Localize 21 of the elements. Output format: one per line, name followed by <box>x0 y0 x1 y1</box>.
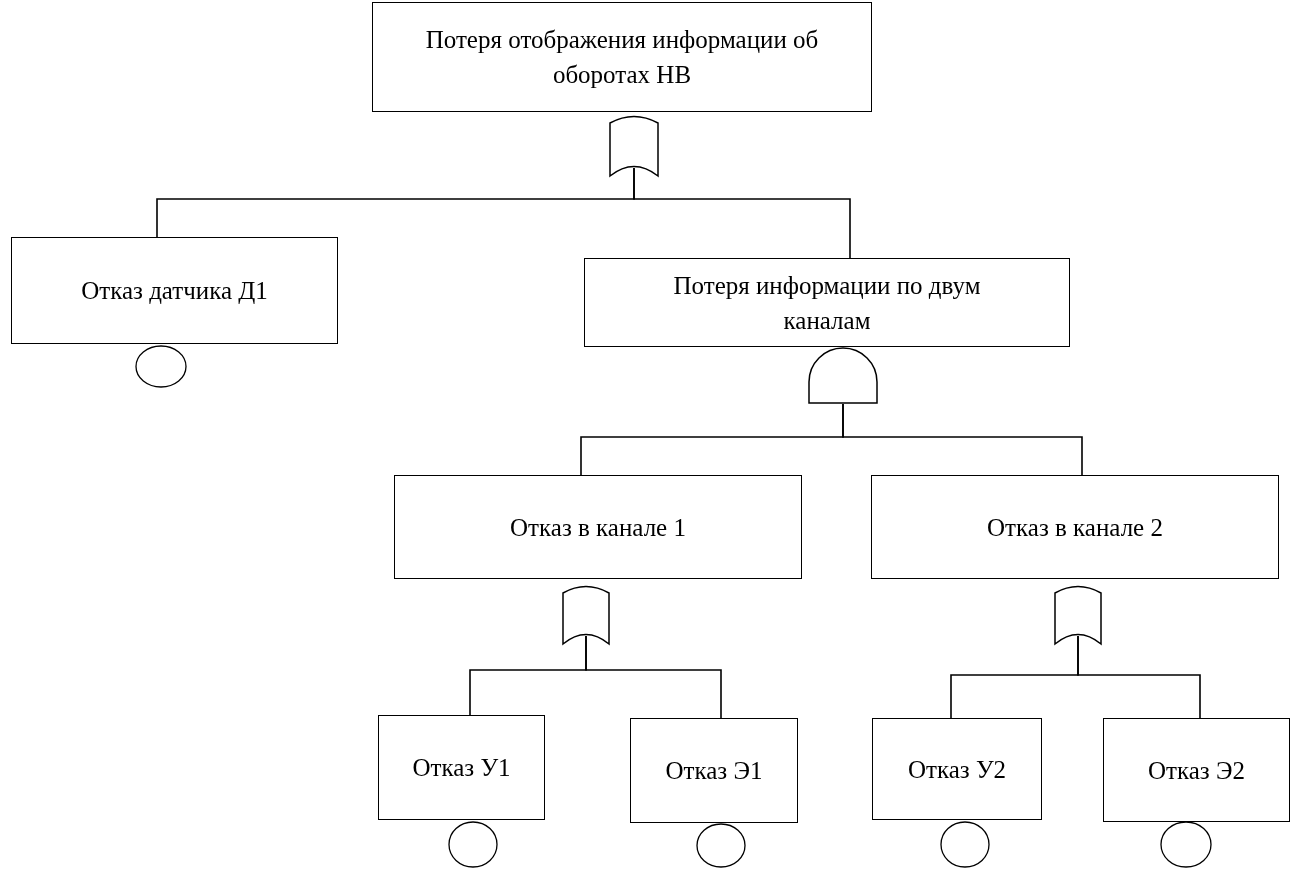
event-box <box>1103 718 1290 822</box>
event-label: Отказ датчика Д1 <box>81 276 268 306</box>
event-label: Отказ в канале 2 <box>987 512 1163 543</box>
event-label: Потеря отображения информации об оборотах НВ <box>424 25 820 90</box>
event-box <box>11 237 338 344</box>
event-box <box>871 475 1279 579</box>
event-label: Отказ У1 <box>412 753 511 783</box>
event-label: Отказ Э1 <box>665 756 763 786</box>
event-box <box>630 718 798 823</box>
event-box <box>872 718 1042 820</box>
event-label: Отказ в канале 1 <box>510 512 686 543</box>
gate-connector <box>1077 635 1201 719</box>
event-label: Потеря информации по двум каналам <box>672 270 982 336</box>
gate-connector <box>585 635 722 719</box>
gate-connector <box>633 167 851 259</box>
gate-connector <box>842 403 1083 476</box>
event-box <box>372 2 872 112</box>
event-label: Отказ Э2 <box>1148 755 1245 786</box>
event-box <box>378 715 545 820</box>
event-box <box>394 475 802 579</box>
event-label: Отказ У2 <box>907 754 1007 785</box>
